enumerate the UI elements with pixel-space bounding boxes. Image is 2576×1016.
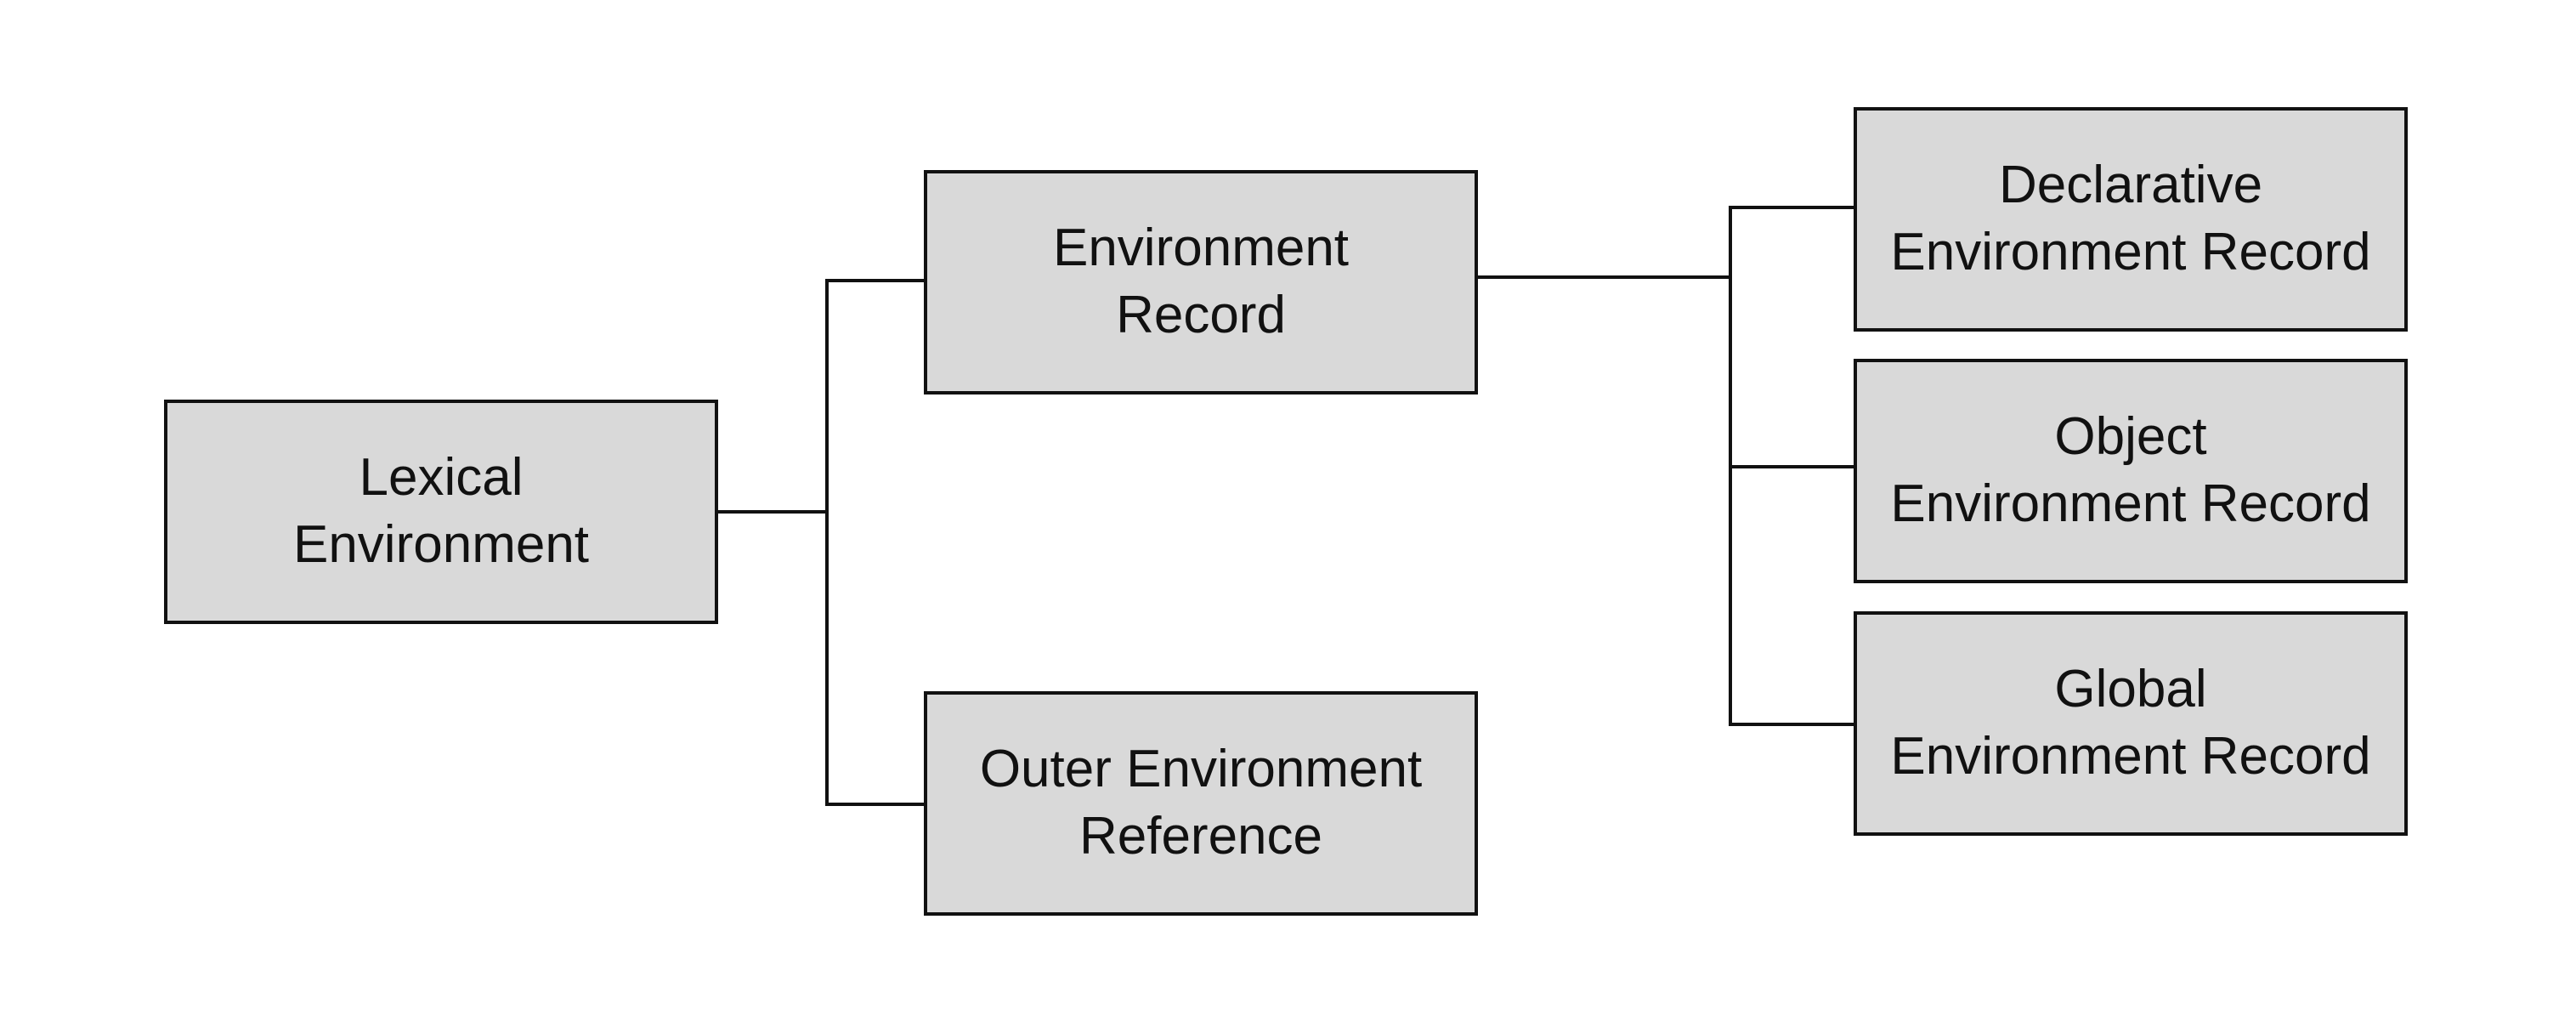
node-global-environment-record: Global Environment Record — [1854, 611, 2408, 836]
node-declarative-environment-record: Declarative Environment Record — [1854, 107, 2408, 332]
node-outer-environment-reference: Outer Environment Reference — [924, 691, 1478, 916]
connector-environment-record-to-declarative — [1478, 206, 1854, 279]
node-label: Lexical Environment — [292, 448, 590, 574]
connector-environment-record-to-object — [1729, 277, 1854, 468]
node-environment-record: Environment Record — [924, 170, 1478, 394]
node-label: Outer Environment Reference — [979, 740, 1423, 866]
connector-environment-record-to-global — [1729, 467, 1854, 726]
connector-lexical-to-outer-reference — [825, 512, 924, 806]
node-label: Object Environment Record — [1890, 407, 2371, 533]
connector-lexical-to-environment-record — [718, 279, 924, 514]
node-label: Global Environment Record — [1890, 660, 2371, 786]
node-object-environment-record: Object Environment Record — [1854, 359, 2408, 583]
node-lexical-environment: Lexical Environment — [164, 400, 718, 624]
node-label: Declarative Environment Record — [1890, 156, 2371, 281]
node-label: Environment Record — [1052, 219, 1350, 344]
